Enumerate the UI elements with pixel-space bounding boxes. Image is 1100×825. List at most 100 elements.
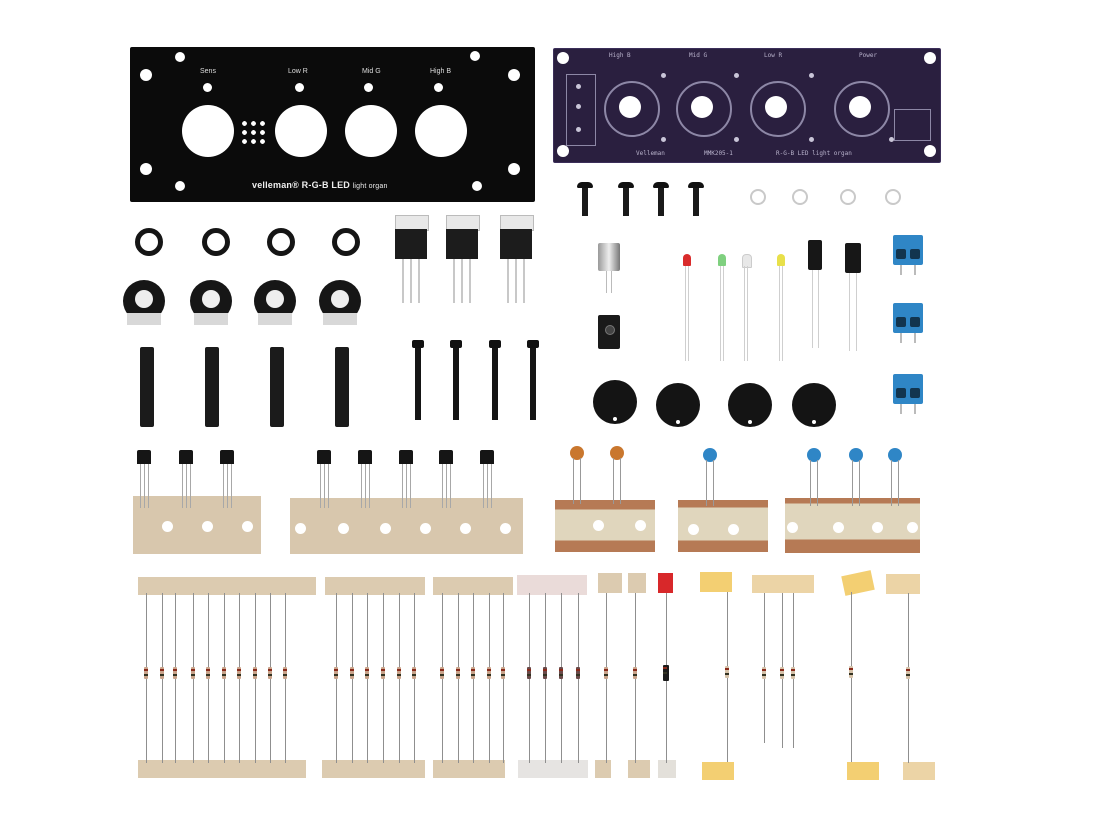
knob-hole [345,105,397,157]
pcb-label-mid-g: Mid G [689,52,708,59]
diode-tape-top [658,573,673,593]
nut [750,189,766,205]
pad [809,73,814,78]
voltage-regulator [395,215,429,305]
resistor [173,593,177,763]
connector-footprint [566,74,596,146]
product-name: R-G-B LED [301,180,350,190]
mounting-bolt [412,340,424,420]
pot-shaft [140,347,154,427]
resistor [471,593,475,763]
pad [889,137,894,142]
resistor [762,593,766,743]
pcb-label-power: Power [859,52,878,59]
resistor [849,592,853,762]
capacitor-tape [555,500,655,552]
ceramic-capacitor [703,448,717,508]
pcb-label-product: R-G-B LED light organ [776,150,852,157]
resistor-tape-top [433,577,513,595]
mount-hole [175,52,185,62]
led-hole [434,83,443,92]
led-hole [295,83,304,92]
resistor [191,593,195,763]
resistor [222,593,226,763]
electrolytic-capacitor [845,243,861,353]
led-red [683,254,691,364]
pcb-board: High B Mid G Low R Power Velleman MMK205… [553,48,941,163]
mounting-bolt [450,340,462,420]
dc-jack [598,315,620,349]
diode [663,593,669,763]
screw [688,182,704,218]
screw [653,182,669,218]
resistor-tape-top [325,577,425,595]
resistor [206,593,210,763]
mounting-bolt [527,340,539,420]
resistor [456,593,460,763]
resistor [633,593,637,763]
resistor [334,593,338,763]
voltage-regulator [500,215,534,305]
pot-hole [691,96,713,118]
resistor-tape-bottom [138,760,306,778]
ceramic-capacitor [849,448,863,508]
pad [576,104,581,109]
resistor [559,593,563,763]
diode-tape-bottom [658,760,676,778]
knob [656,383,700,427]
knob [593,380,637,424]
washer [332,228,360,256]
resistor [237,593,241,763]
washer [202,228,230,256]
pot-hole [765,96,787,118]
microphone [598,243,620,295]
terminal-block [893,235,923,275]
resistor [381,593,385,763]
ceramic-capacitor [888,448,902,508]
pad [734,73,739,78]
resistor-tape-bottom [518,760,588,778]
resistor [780,593,784,748]
resistor-tape-bottom [433,760,505,778]
voltage-regulator [446,215,480,305]
pcb-label-high-b: High B [609,52,631,59]
resistor-tape-top [886,574,920,594]
knob [728,383,772,427]
resistor-tape-top [752,575,814,593]
led-white [742,254,752,364]
transistor [220,450,234,510]
resistor [412,593,416,763]
screw [618,182,634,218]
resistor [576,593,580,763]
resistor [604,593,608,763]
transistor [137,450,151,510]
pot-shaft [205,347,219,427]
mount-hole [924,145,936,157]
led-yellow [777,254,785,364]
connector-footprint [894,109,931,141]
resistor [350,593,354,763]
resistor [543,593,547,763]
resistor [440,593,444,763]
resistor [397,593,401,763]
resistor-tab-bottom [847,762,879,780]
transistor [480,450,494,510]
pad [661,73,666,78]
nut [885,189,901,205]
pot-hole [619,96,641,118]
pot-footprint [676,81,732,137]
electrolytic-capacitor [808,240,822,350]
washer [267,228,295,256]
mount-hole [472,181,482,191]
pcb-label-model: MMK205-1 [704,150,733,157]
product-sub: light organ [352,183,388,190]
resistor-tape-bottom [322,760,425,778]
resistor [365,593,369,763]
trim-potentiometer [123,280,165,325]
pad [576,84,581,89]
resistor [501,593,505,763]
knob [792,383,836,427]
pad [661,137,666,142]
resistor-tab-bottom [903,762,935,780]
terminal-block [893,374,923,414]
